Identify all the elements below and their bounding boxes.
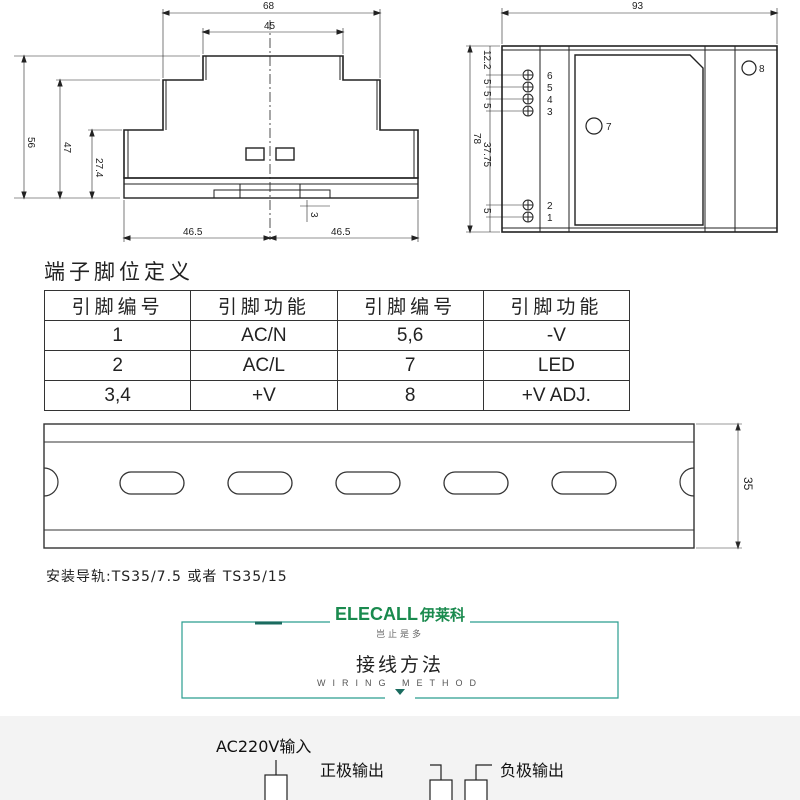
table-row: 3,4 +V 8 +V ADJ. [43, 380, 631, 411]
dim-height-total: 56 [25, 137, 36, 149]
terminal-label-4: 4 [547, 95, 553, 106]
chevron-down-icon [395, 689, 405, 695]
dim-pitch-c: 5 [481, 103, 492, 109]
table-row: 1 AC/N 5,6 -V [43, 320, 631, 351]
pin-definition-title: 端子脚位定义 [44, 260, 194, 284]
brand-logo-cn: 伊莱科 [419, 606, 465, 624]
led-label: 7 [606, 122, 612, 133]
dim-pitch-mid: 37.75 [481, 142, 492, 167]
din-rail [43, 422, 742, 550]
front-view [466, 8, 779, 234]
pin-function: AC/N [190, 320, 338, 351]
pin-table-header-row: 引脚编号 引脚功能 引脚编号 引脚功能 [43, 290, 631, 321]
terminal-label-6: 6 [547, 71, 553, 82]
pin-number: 8 [336, 380, 484, 411]
label-ac-input: AC220V输入 [216, 737, 312, 756]
wiring-subtitle: WIRING METHOD [317, 678, 483, 688]
table-row: 2 AC/L 7 LED [43, 350, 631, 381]
terminal-label-3: 3 [547, 107, 553, 118]
dim-clip: 3 [308, 212, 319, 218]
pin-function: +V ADJ. [482, 380, 631, 411]
side-view [14, 9, 420, 242]
dim-pitch-a: 5 [481, 79, 492, 85]
wiring-leads [264, 760, 492, 800]
brand-logo-en: ELECALL [334, 604, 418, 624]
dim-pitch-top: 12.2 [481, 50, 492, 70]
dim-front-width: 93 [632, 1, 644, 12]
pin-table-header: 引脚功能 [190, 290, 338, 321]
label-positive-output: 正极输出 [320, 761, 385, 780]
wiring-title: 接线方法 [355, 654, 444, 676]
wiring-frame [181, 621, 619, 699]
dim-half-left: 46.5 [183, 227, 203, 238]
dim-half-right: 46.5 [331, 227, 351, 238]
terminal-label-2: 2 [547, 201, 553, 212]
rail-mounting-note: 安装导轨:TS35/7.5 或者 TS35/15 [46, 569, 288, 585]
terminal-label-1: 1 [547, 213, 553, 224]
rail-height-label: 35 [741, 477, 755, 491]
pin-table: 引脚编号 引脚功能 引脚编号 引脚功能 1 AC/N 5,6 -V 2 AC/L… [43, 290, 631, 411]
dim-width-top: 45 [264, 21, 276, 32]
dim-pitch-bottom: 5 [481, 208, 492, 214]
pin-table-header: 引脚功能 [482, 290, 631, 321]
dim-height-low: 27.4 [93, 158, 104, 178]
dim-width-total: 68 [263, 1, 275, 12]
pin-table-header: 引脚编号 [336, 290, 484, 321]
pin-function: LED [482, 350, 631, 381]
brand-slogan: 岂止是多 [375, 630, 424, 640]
label-negative-output: 负极输出 [500, 761, 565, 780]
terminal-label-5: 5 [547, 83, 553, 94]
adj-label: 8 [759, 64, 765, 75]
dim-height-mid: 47 [61, 142, 72, 154]
pin-number: 3,4 [43, 380, 192, 411]
pin-function: -V [482, 320, 631, 351]
dim-front-height: 78 [471, 133, 482, 145]
pin-function: AC/L [190, 350, 338, 381]
dim-pitch-b: 5 [481, 91, 492, 97]
wiring-panel [0, 716, 800, 800]
